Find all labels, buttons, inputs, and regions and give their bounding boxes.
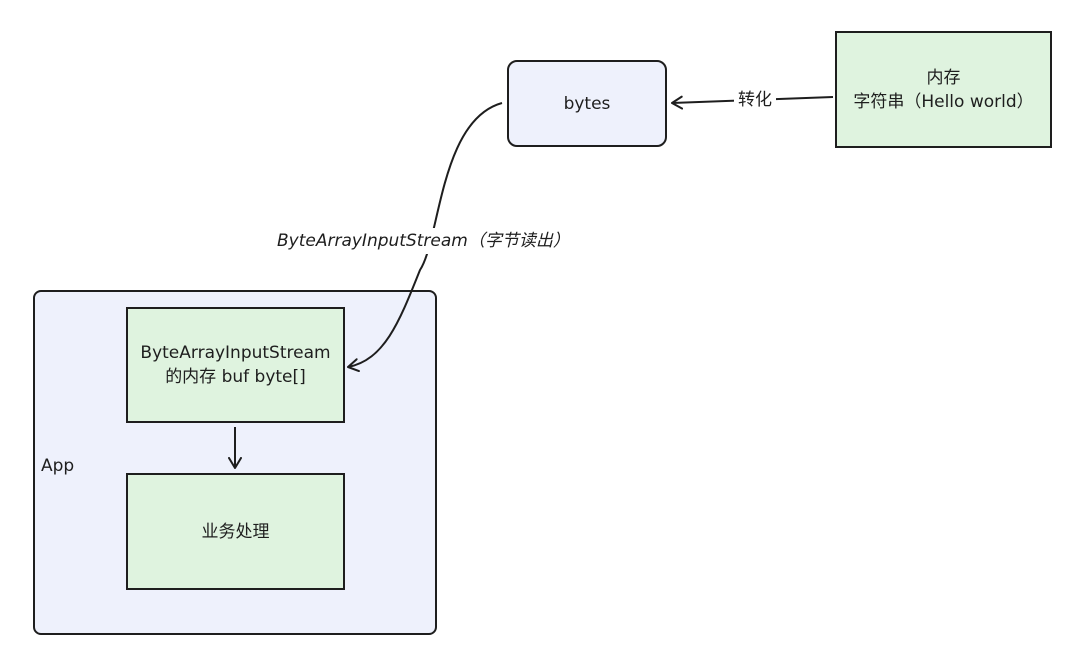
read-label: ByteArrayInputStream（字节读出） [273, 228, 574, 254]
source-node: 内存 字符串（Hello world） [835, 31, 1052, 148]
app-label: App [41, 456, 75, 476]
source-line2: 字符串（Hello world） [853, 91, 1034, 112]
convert-label: 转化 [734, 89, 776, 111]
source-line1: 内存 [926, 67, 961, 88]
buffer-node: ByteArrayInputStream 的内存 buf byte[] [126, 307, 345, 423]
buffer-line2: 的内存 buf byte[] [165, 367, 306, 387]
business-label: 业务处理 [201, 521, 270, 542]
business-node: 业务处理 [126, 473, 345, 590]
bytes-label: bytes [563, 93, 611, 114]
buffer-line1: ByteArrayInputStream [140, 343, 331, 363]
bytes-node: bytes [507, 60, 667, 147]
read-arrow [347, 102, 503, 373]
